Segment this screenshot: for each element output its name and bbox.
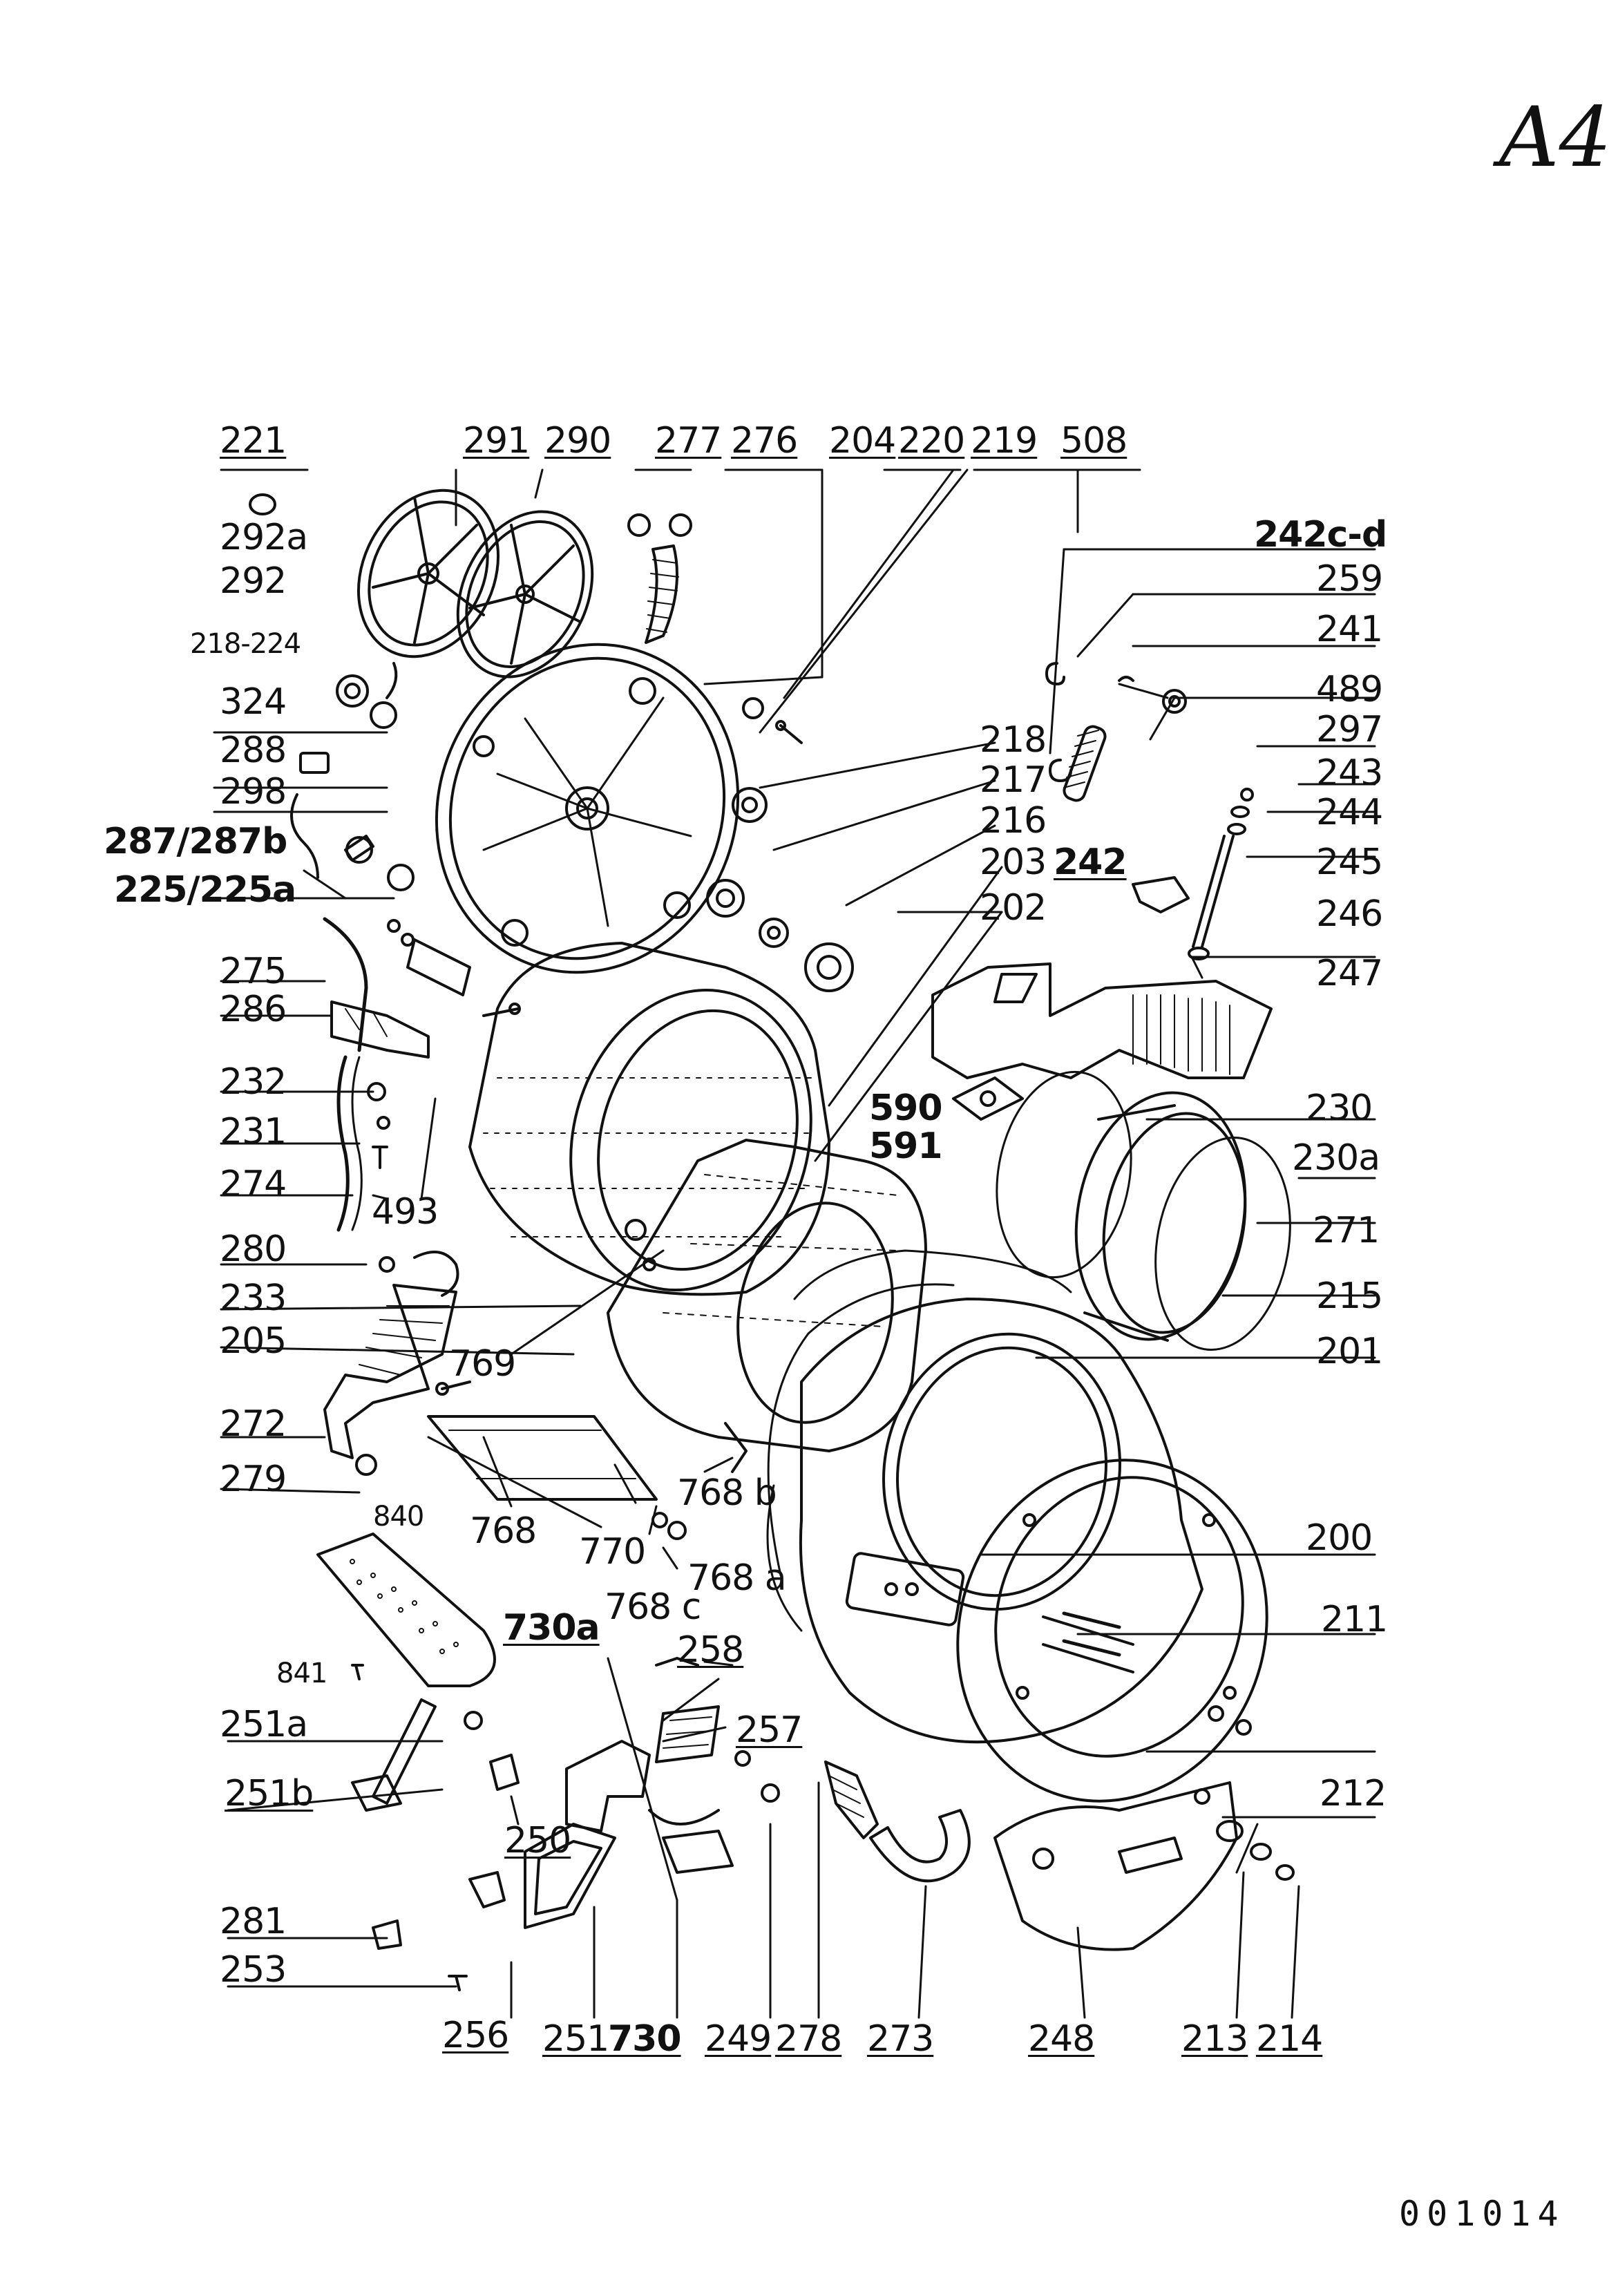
part-label-219: 219 [971, 420, 1038, 462]
part-label-730a: 730a [503, 1607, 600, 1649]
part-label-290: 290 [544, 420, 611, 462]
part-label-247: 247 [1316, 953, 1383, 994]
part-label-241: 241 [1316, 609, 1383, 650]
drum-202 [468, 942, 830, 1296]
part-label-256: 256 [442, 2015, 509, 2056]
part-label-287-287b: 287/287b [104, 821, 287, 862]
part-label-768b: 768 b [677, 1472, 777, 1514]
rear-disc-291 [356, 488, 500, 658]
part-label-216: 216 [980, 800, 1047, 842]
part-label-768: 768 [470, 1510, 537, 1552]
part-label-508: 508 [1060, 420, 1127, 462]
part-label-324: 324 [220, 681, 287, 723]
part-label-230: 230 [1306, 1088, 1373, 1129]
part-label-251: 251 [542, 2018, 609, 2060]
rear-tub-cover-204 [435, 643, 740, 974]
part-label-242: 242 [1054, 842, 1127, 883]
part-label-212: 212 [1320, 1773, 1387, 1814]
part-label-292: 292 [220, 560, 287, 602]
part-label-291: 291 [463, 420, 530, 462]
part-label-220: 220 [898, 420, 965, 462]
part-label-493: 493 [372, 1191, 439, 1233]
pulley-290 [456, 510, 594, 679]
part-label-248: 248 [1028, 2018, 1095, 2060]
part-label-218-224: 218-224 [190, 628, 301, 660]
part-label-279: 279 [220, 1459, 287, 1500]
part-label-204: 204 [829, 420, 896, 462]
part-label-225-225a: 225/225a [114, 869, 296, 911]
part-label-259: 259 [1316, 558, 1383, 600]
part-label-230a: 230a [1292, 1137, 1380, 1179]
part-label-272: 272 [220, 1403, 287, 1445]
front-frame-200 [956, 1459, 1268, 1803]
part-label-277: 277 [655, 420, 722, 462]
part-label-217: 217 [980, 759, 1047, 801]
part-label-297: 297 [1316, 709, 1383, 750]
part-label-768a: 768 a [687, 1557, 787, 1599]
part-label-200: 200 [1306, 1517, 1373, 1559]
part-label-251b: 251b [225, 1773, 314, 1814]
part-label-215: 215 [1316, 1275, 1383, 1317]
part-label-244: 244 [1316, 792, 1383, 833]
part-label-231: 231 [220, 1111, 287, 1152]
page-label: A4 [1499, 90, 1612, 186]
part-label-286: 286 [220, 989, 287, 1030]
part-label-278: 278 [775, 2018, 842, 2060]
part-label-250: 250 [504, 1820, 571, 1861]
part-label-298: 298 [220, 771, 287, 813]
part-label-281: 281 [220, 1901, 287, 1942]
part-label-243: 243 [1316, 752, 1383, 794]
part-label-251a: 251a [220, 1704, 308, 1745]
part-label-258: 258 [677, 1629, 744, 1671]
part-label-253: 253 [220, 1949, 287, 1991]
front-tub-201 [799, 1298, 1203, 1744]
part-label-273: 273 [867, 2018, 934, 2060]
part-label-288: 288 [220, 730, 287, 771]
part-label-201: 201 [1316, 1331, 1383, 1372]
part-label-276: 276 [731, 420, 798, 462]
part-label-214: 214 [1256, 2018, 1323, 2060]
part-label-242c-d: 242c-d [1254, 514, 1387, 556]
part-label-768c: 768 c [605, 1586, 701, 1628]
rear-tub-203 [607, 1139, 927, 1473]
part-label-245: 245 [1316, 842, 1383, 883]
part-label-274: 274 [220, 1164, 287, 1205]
part-label-232: 232 [220, 1061, 287, 1103]
part-label-203: 203 [980, 842, 1047, 883]
part-label-590: 590 [869, 1088, 943, 1129]
part-label-840: 840 [373, 1501, 424, 1533]
part-label-218: 218 [980, 719, 1047, 761]
part-label-489: 489 [1316, 669, 1383, 710]
part-label-211: 211 [1321, 1599, 1388, 1640]
part-label-730: 730 [608, 2018, 682, 2060]
part-label-280: 280 [220, 1228, 287, 1270]
part-label-841: 841 [276, 1658, 327, 1689]
document-number: 001014 [1399, 2194, 1565, 2234]
part-label-202: 202 [980, 887, 1047, 929]
part-label-271: 271 [1313, 1210, 1380, 1251]
part-label-769: 769 [449, 1343, 516, 1385]
part-label-221: 221 [220, 420, 287, 462]
part-label-292a: 292a [220, 517, 308, 558]
part-label-205: 205 [220, 1320, 287, 1362]
part-label-246: 246 [1316, 893, 1383, 935]
part-label-233: 233 [220, 1278, 287, 1319]
part-label-591: 591 [869, 1126, 943, 1167]
part-label-213: 213 [1181, 2018, 1248, 2060]
part-label-249: 249 [705, 2018, 772, 2060]
part-label-275: 275 [220, 951, 287, 992]
part-label-770: 770 [579, 1531, 646, 1573]
part-label-257: 257 [736, 1709, 803, 1751]
leader-lines [213, 468, 1376, 2019]
